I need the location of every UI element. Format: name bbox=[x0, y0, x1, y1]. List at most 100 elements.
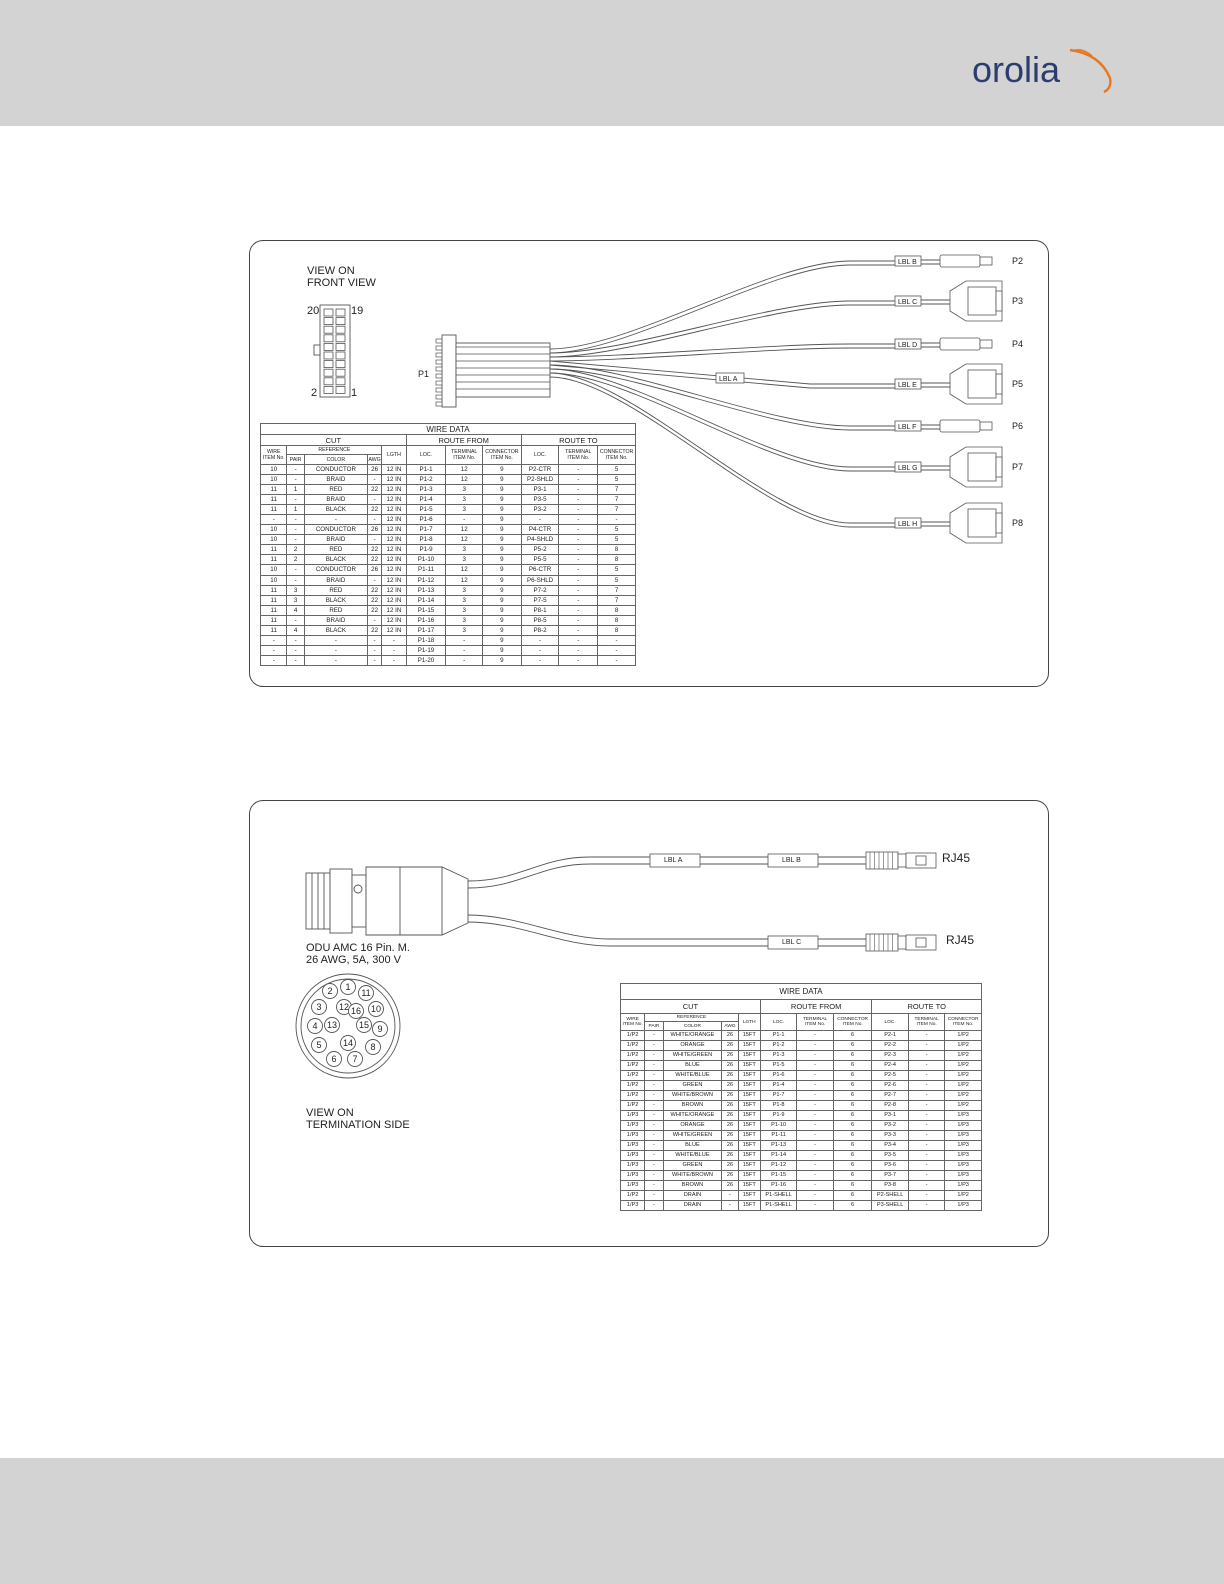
table-cell: 3 bbox=[445, 614, 484, 626]
table-cell: - bbox=[907, 1150, 946, 1161]
table-cell: 10 bbox=[259, 564, 288, 576]
table-cell: 7 bbox=[597, 504, 636, 516]
table-cell: - bbox=[644, 1100, 664, 1111]
table-cell: P1-13 bbox=[759, 1140, 798, 1151]
table-cell: 26 bbox=[721, 1180, 739, 1191]
table-cell: - bbox=[558, 514, 599, 526]
table-cell: P2-7 bbox=[871, 1090, 909, 1101]
table-cell: 5 bbox=[597, 564, 636, 576]
table-cell: P1-5 bbox=[405, 504, 447, 516]
table-cell: 9 bbox=[482, 474, 522, 486]
pin-socket-icon bbox=[340, 1035, 356, 1051]
table-cell: 1/P3 bbox=[619, 1140, 646, 1151]
table-cell: P3-2 bbox=[520, 504, 560, 516]
table-cell: P2-SHLD bbox=[520, 474, 560, 486]
table-cell: P1-3 bbox=[759, 1050, 798, 1061]
table-cell: 1/P3 bbox=[619, 1130, 646, 1141]
pin-number: 13 bbox=[326, 1020, 337, 1030]
table-cell: - bbox=[597, 514, 636, 526]
table-cell: 9 bbox=[482, 484, 522, 496]
table-cell: - bbox=[644, 1040, 664, 1051]
table-cell: 2 bbox=[286, 544, 305, 556]
pin-socket-icon bbox=[358, 985, 374, 1001]
table-cell: P7-5 bbox=[520, 594, 560, 606]
table-cell: BRAID bbox=[303, 474, 368, 486]
table-cell: - bbox=[644, 1140, 664, 1151]
table-cell: 5 bbox=[597, 574, 636, 586]
col-loc: LOC. bbox=[759, 1013, 798, 1031]
branch-wire bbox=[549, 260, 895, 350]
table-cell: - bbox=[644, 1180, 664, 1191]
table-cell: 12 IN bbox=[381, 584, 407, 596]
table-cell: 22 bbox=[366, 554, 383, 566]
p1-connector-body bbox=[441, 334, 457, 408]
table-cell: BLUE bbox=[662, 1140, 723, 1151]
rj45-top-label: RJ45 bbox=[942, 851, 971, 865]
table-cell: - bbox=[558, 534, 599, 546]
table-cell: CONDUCTOR bbox=[303, 463, 368, 476]
branch-label: LBL E bbox=[898, 382, 917, 389]
pin-number: 5 bbox=[316, 1040, 322, 1050]
table-cell: - bbox=[259, 644, 288, 656]
table-cell: - bbox=[381, 634, 407, 646]
table-cell: - bbox=[644, 1130, 664, 1141]
table-cell: P1-8 bbox=[405, 534, 447, 546]
table-cell: 15FT bbox=[737, 1100, 761, 1111]
table-cell: BRAID bbox=[303, 494, 368, 506]
table-cell: 12 bbox=[445, 564, 484, 576]
cable-label: LBL C bbox=[782, 939, 802, 946]
table-cell: P2-8 bbox=[871, 1100, 909, 1111]
table-cell: P1-4 bbox=[759, 1080, 798, 1091]
table-cell: - bbox=[558, 654, 599, 666]
table-cell: 9 bbox=[482, 504, 522, 516]
table-cell: 12 IN bbox=[381, 554, 407, 566]
table-cell: 1/P2 bbox=[619, 1070, 646, 1081]
table-cell: - bbox=[796, 1060, 834, 1071]
table-cell: 6 bbox=[832, 1160, 873, 1171]
table-cell: 1/P3 bbox=[619, 1120, 646, 1131]
table-cell: P1-5 bbox=[759, 1060, 798, 1071]
branch-wire bbox=[549, 300, 895, 354]
odu-connector-side bbox=[305, 866, 469, 936]
pin-number: 4 bbox=[312, 1021, 318, 1031]
pin-socket-icon bbox=[340, 979, 356, 995]
table-cell: - bbox=[597, 654, 636, 666]
col-pair: PAIR bbox=[286, 454, 305, 465]
table-cell: 12 IN bbox=[381, 504, 407, 516]
table-cell: - bbox=[907, 1170, 946, 1181]
branch-connector-label: P3 bbox=[1012, 296, 1024, 306]
table-cell: 22 bbox=[366, 604, 383, 616]
table-cell: 12 IN bbox=[381, 604, 407, 616]
table-cell: P1-15 bbox=[759, 1170, 798, 1181]
table-cell: P1-7 bbox=[759, 1090, 798, 1101]
group-cut: CUT bbox=[620, 999, 761, 1014]
table-cell: 12 bbox=[445, 474, 484, 486]
table-cell: 12 IN bbox=[381, 474, 407, 486]
table-cell: 11 bbox=[259, 594, 288, 606]
table-cell: 12 IN bbox=[381, 624, 407, 636]
branch-connector-label: P4 bbox=[1012, 339, 1024, 349]
cable-label: LBL B bbox=[782, 857, 801, 864]
table-cell: ORANGE bbox=[662, 1120, 723, 1131]
main-label-box bbox=[715, 372, 745, 384]
table-cell: - bbox=[796, 1190, 834, 1201]
table-cell: 12 bbox=[445, 524, 484, 536]
table-cell: 1/P3 bbox=[944, 1180, 982, 1191]
table-cell: 10 bbox=[259, 534, 288, 546]
cable-label-box bbox=[767, 935, 819, 950]
table-cell: P2-6 bbox=[871, 1080, 909, 1091]
table-cell: 2 bbox=[286, 554, 305, 566]
table-cell: - bbox=[796, 1030, 834, 1041]
coax-connector-icon bbox=[939, 419, 981, 433]
branch-wire bbox=[549, 264, 895, 354]
table-cell: P1-11 bbox=[405, 564, 447, 576]
page-footer bbox=[0, 1458, 1224, 1584]
table-cell: - bbox=[259, 514, 288, 526]
